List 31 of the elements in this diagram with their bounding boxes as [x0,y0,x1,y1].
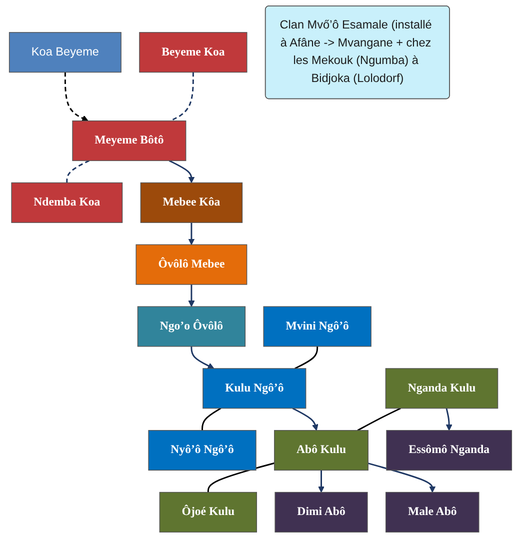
node-box: Meyeme Bôtô [72,120,186,162]
node-box: Koa Beyeme [8,32,122,73]
node-box: Essômô Nganda [386,430,512,471]
arrow [446,408,452,431]
node-box: Abô Kulu [274,430,368,471]
node-box: Mebee Kôa [140,182,243,223]
arrow [188,222,195,245]
node-box: Nganda Kulu [385,368,498,409]
node-box: Ôvôlô Mebee [136,244,248,285]
connector [170,72,194,122]
node-box: Male Abô [386,492,480,532]
arrow [292,408,318,431]
connector [207,462,275,492]
node-box: Dimi Abô [274,492,368,532]
arrow [64,72,88,122]
arrow [368,462,436,493]
node-box: Ngo’o Ôvôlô [137,306,246,347]
arrow [190,346,214,369]
node-box: Ôjoé Kulu [159,492,257,532]
node-box: Kulu Ngô’ô [202,368,306,409]
connector [202,408,222,430]
arrow [188,284,195,307]
connector [66,160,90,183]
node-box: Mvini Ngô’ô [263,306,372,347]
node-box: Ndemba Koa [11,182,123,223]
arrow [318,470,324,493]
connector [294,346,318,370]
node-box: Nyô’ô Ngô’ô [148,430,256,471]
node-box: Beyeme Koa [139,32,248,73]
connector [357,408,401,432]
arrow [168,160,195,184]
